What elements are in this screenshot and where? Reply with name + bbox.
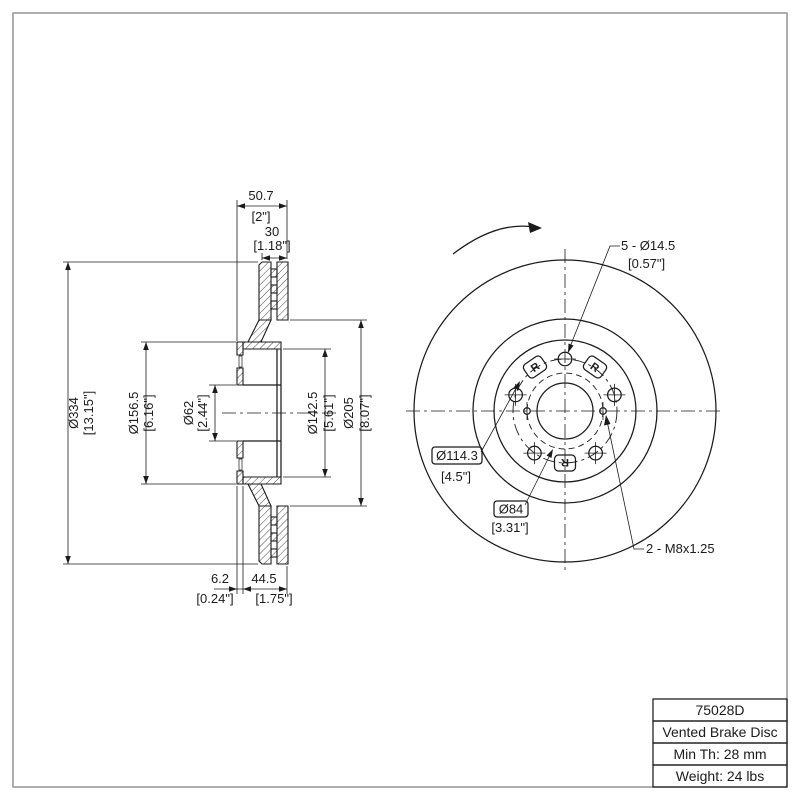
- dim-overall-height-in: [1.75"]: [255, 591, 292, 606]
- dim-flange-thickness-and-height: 6.2 [0.24"] 44.5 [1.75"]: [196, 486, 293, 606]
- thread-holes: [523, 402, 607, 420]
- dim-center-bore-mm: Ø62: [181, 401, 196, 426]
- svg-text:Ø84: Ø84: [499, 502, 524, 517]
- dim-overall-width-mm: 50.7: [248, 188, 273, 203]
- dim-hub-diameter-in: [6.16"]: [141, 394, 156, 431]
- svg-text:R: R: [561, 456, 569, 468]
- dim-inner-ring-diameter: Ø205 [8.07"]: [290, 319, 372, 507]
- dim-inner-ring-diameter-mm: Ø205: [341, 397, 356, 429]
- dim-disc-thickness-mm: 30: [265, 224, 279, 239]
- outer-diameter-circle: [413, 259, 717, 563]
- r-marking-upper-left: R: [522, 355, 548, 379]
- dim-overall-height-mm: 44.5: [251, 571, 276, 586]
- dim-disc-thickness-in: [1.18"]: [253, 238, 290, 253]
- dim-inner-ring-diameter-in: [8.07"]: [357, 394, 372, 431]
- dim-pilot-diameter-in: [5.61"]: [321, 394, 336, 431]
- r-marking-bottom: R: [553, 454, 577, 472]
- svg-text:5 - Ø14.5: 5 - Ø14.5: [621, 238, 675, 253]
- svg-text:[3.31"]: [3.31"]: [491, 520, 528, 535]
- label-bolt-circle: Ø114.3 [4.5"]: [431, 381, 520, 484]
- section-geometry: [222, 261, 338, 565]
- dim-overall-width: 50.7 [2"]: [236, 188, 288, 341]
- svg-text:2 - M8x1.25: 2 - M8x1.25: [646, 541, 715, 556]
- dim-pilot-diameter-mm: Ø142.5: [305, 392, 320, 435]
- dim-outer-diameter-mm: Ø334: [66, 397, 81, 429]
- part-number: 75028D: [695, 702, 744, 718]
- center-bore-circle: [536, 382, 594, 440]
- label-inner-circle: Ø84 [3.31"]: [491, 449, 553, 535]
- svg-text:Ø114.3: Ø114.3: [436, 448, 478, 463]
- weight: Weight: 24 lbs: [676, 768, 764, 784]
- section-view: 50.7 [2"] 30 [1.18"] 6.2 [0.24"] 44.5 [1…: [63, 188, 372, 606]
- dim-outer-diameter: Ø334 [13.15"]: [63, 261, 258, 565]
- dim-disc-thickness: 30 [1.18"]: [253, 224, 291, 261]
- r-marking-upper-right: R: [582, 355, 608, 379]
- page-border: [12, 12, 788, 788]
- dim-outer-diameter-in: [13.15"]: [81, 391, 96, 435]
- svg-text:[4.5"]: [4.5"]: [441, 469, 471, 484]
- label-bolt-holes: 5 - Ø14.5 [0.57"]: [567, 238, 675, 353]
- dim-center-bore: Ø62 [2.44"]: [181, 384, 236, 442]
- dim-hub-diameter-mm: Ø156.5: [126, 392, 141, 435]
- dim-center-bore-in: [2.44"]: [195, 394, 210, 431]
- title-block: 75028D Vented Brake Disc Min Th: 28 mm W…: [652, 698, 788, 788]
- dim-hub-diameter: Ø156.5 [6.16"]: [126, 341, 236, 485]
- dim-flange-thickness-mm: 6.2: [211, 571, 229, 586]
- product-type: Vented Brake Disc: [662, 724, 777, 740]
- svg-text:[0.57"]: [0.57"]: [628, 256, 665, 271]
- dim-overall-width-in: [2"]: [251, 209, 270, 224]
- bolt-circle: [512, 358, 618, 464]
- label-thread: 2 - M8x1.25: [604, 415, 715, 556]
- dim-pilot-diameter: Ø142.5 [5.61"]: [283, 348, 336, 478]
- front-view: R R R 5 - Ø14.5 [0.57"] 2 - M8x1.25: [406, 222, 724, 573]
- dim-flange-thickness-in: [0.24"]: [196, 591, 233, 606]
- min-thickness: Min Th: 28 mm: [673, 746, 766, 762]
- bolt-holes: [504, 351, 626, 465]
- hub-circle: [493, 339, 637, 483]
- friction-inner-circle: [472, 318, 658, 504]
- title-block-row-weight: [652, 764, 788, 788]
- rotation-direction-arrow: [452, 222, 542, 255]
